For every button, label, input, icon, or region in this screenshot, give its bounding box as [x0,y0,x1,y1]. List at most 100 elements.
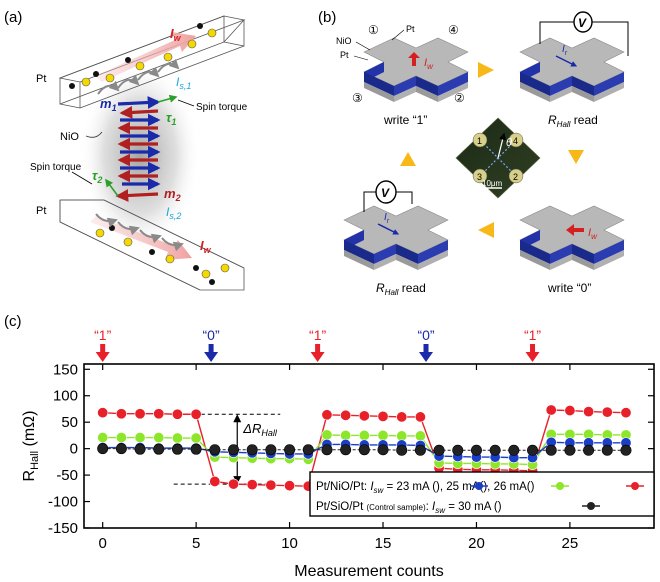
panel-a-label: (a) [4,9,22,26]
spin-curls-bottom [95,213,184,252]
read-top-caption: RHall read [548,113,598,129]
iw-top-label: Iw [170,26,182,43]
data-point [601,406,613,418]
svg-text:Pt/SiO/Pt (Control sample): Is: Pt/SiO/Pt (Control sample): Isw = 30 mA … [316,501,502,515]
terminal-1: ① [368,23,379,37]
read-top-ir-arrow [555,55,578,67]
nio-glow [80,61,200,251]
data-point [321,409,333,421]
data-point [97,443,109,455]
data-point [115,408,127,420]
data-point [340,444,352,456]
switch-marker-shaft [423,344,429,354]
data-point [321,444,333,456]
y-tick-label: 100 [53,388,78,405]
data-point [209,444,221,456]
legend-swatch-dot [587,502,595,510]
data-point [601,444,613,456]
switch-marker-label: “0” [203,327,220,343]
data-point [153,432,165,444]
voltmeter-top-label: V [578,16,587,30]
data-point [171,432,183,444]
chip-theta: θ [506,137,512,149]
chip-terminal-4: 4 [513,136,518,146]
switch-marker-shaft [530,344,536,354]
chip-terminal-2: 2 [513,172,518,182]
data-point [527,444,539,456]
data-point [265,444,277,456]
data-point [583,444,595,456]
legend-swatch-dot [556,482,564,490]
svg-text:Pt/NiO/Pt: Isw = 23 mA (), 25: Pt/NiO/Pt: Isw = 23 mA (), 25 mA(), 26 m… [316,481,535,495]
nio-b-pointer [355,41,371,51]
data-point [134,443,146,455]
data-point [134,408,146,420]
pt-top-layer [58,15,246,109]
y-axis-label: RHall (mΩ) [21,411,41,482]
data-point [228,478,240,490]
is2-label: Is,2 [166,205,181,221]
y-tick-label: -150 [48,520,78,537]
data-point [358,444,370,456]
x-tick-label: 5 [192,535,200,552]
write0-caption: write “0” [547,281,591,295]
data-point [171,408,183,420]
data-point [134,432,146,444]
nio-b-label: NiO [336,36,352,46]
data-point [414,411,426,423]
write0-current-arrow [566,224,584,236]
data-point [620,407,632,419]
panel-c-label: (c) [4,313,22,330]
voltmeter-wire-top [539,21,629,56]
data-point [228,444,240,456]
flow-arrow-left [478,222,494,238]
data-point [153,443,165,455]
switch-markers: “1”“0”“1”“0”“1” [94,327,541,362]
data-point [190,443,202,455]
device-micrograph [455,117,541,199]
y-tick-label: 50 [61,414,78,431]
x-tick-label: 0 [99,535,107,552]
data-point [171,443,183,455]
panel-b-label: (b) [318,9,336,26]
spin-torque-bottom-label: Spin torque [30,162,82,173]
data-point [433,444,445,456]
data-point [620,444,632,456]
write0-iw-label: Iw [588,227,598,241]
write1-current-arrow [408,52,420,66]
data-point [414,444,426,456]
device-write1 [363,37,469,103]
pt-b-label-2: Pt [340,50,349,60]
switch-marker-label: “1” [94,327,111,343]
read-top-ir-label: Ir [562,44,568,57]
data-point [246,479,258,491]
switch-marker-head [204,352,219,362]
x-tick-label: 10 [281,535,298,552]
device-read-top [519,37,625,103]
voltmeter-bottom-label: V [381,186,390,200]
spin-chain [115,96,161,202]
iw-bottom-label: Iw [200,238,212,255]
voltmeter-top [573,11,593,33]
write1-iw-label: Iw [424,57,434,71]
y-tick-label: -100 [48,494,78,511]
chip-terminal-3: 3 [477,172,482,182]
chip-terminal-1: 1 [477,136,482,146]
is1-label: Is,1 [176,75,191,91]
electrons-bottom [95,225,230,285]
delta-label: ΔRHall [242,421,278,438]
pt-bottom-label: Pt [36,205,46,217]
data-point [246,444,258,456]
switch-marker-head [525,352,540,362]
data-point [545,444,557,456]
switch-marker-shaft [100,344,106,354]
data-point [284,444,296,456]
data-point [377,429,389,441]
tau1-label: τ1 [166,110,176,127]
y-tick-label: -50 [56,467,78,484]
data-point [115,443,127,455]
data-point [377,444,389,456]
data-point [153,408,165,420]
data-point [414,430,426,442]
